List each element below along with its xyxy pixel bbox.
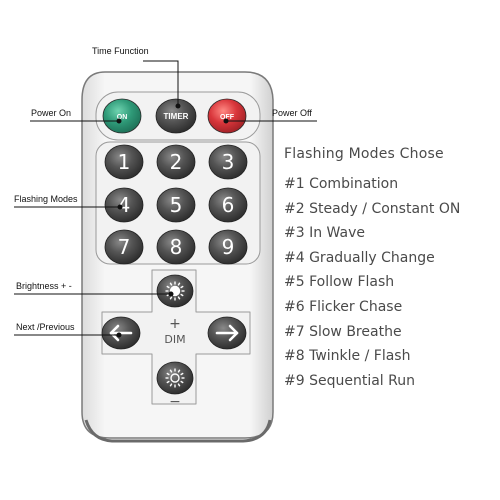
mode-item: #9 Sequential Run: [284, 372, 415, 389]
mode-item: #6 Flicker Chase: [284, 298, 403, 315]
mode-item: #1 Combination: [284, 176, 399, 192]
mode-item: #2 Steady / Constant ON: [284, 200, 461, 217]
mode-item: #7 Slow Breathe: [284, 323, 402, 340]
digit-button-5[interactable]: 5: [156, 187, 196, 223]
arrow-right-icon: [215, 324, 239, 342]
digit-label: 6: [222, 193, 235, 217]
digit-button-9[interactable]: 9: [208, 229, 248, 265]
mode-item: #8 Twinkle / Flash: [284, 348, 411, 365]
dpad-panel: [101, 269, 251, 405]
timer-button-label: TIMER: [164, 112, 189, 121]
off-button-label: OFF: [220, 114, 235, 121]
previous-button[interactable]: [101, 316, 141, 350]
digit-button-6[interactable]: 6: [208, 187, 248, 223]
sun-filled-icon: [165, 281, 185, 301]
arrow-left-icon: [109, 324, 133, 342]
callout-flashing-modes: Flashing Modes: [14, 194, 78, 204]
callout-power-on: Power On: [31, 108, 72, 118]
remote-bottom-edge: [84, 419, 272, 443]
mode-item: #4 Gradually Change: [284, 249, 435, 266]
timer-button[interactable]: TIMER: [155, 98, 197, 134]
digit-label: 2: [170, 150, 183, 174]
callout-lines: [14, 60, 317, 338]
callout-next-previous: Next /Previous: [16, 322, 75, 332]
dim-label: DIM: [164, 333, 185, 346]
digit-button-8[interactable]: 8: [156, 229, 196, 265]
modes-list: Flashing Modes Chose #1 Combination #2 St…: [284, 146, 460, 393]
digit-label: 1: [118, 150, 131, 174]
modes-heading: Flashing Modes Chose: [284, 146, 444, 162]
digit-button-2[interactable]: 2: [156, 144, 196, 180]
digit-label: 8: [170, 235, 183, 259]
digit-button-3[interactable]: 3: [208, 144, 248, 180]
digit-label: 3: [222, 150, 235, 174]
mode-item: #3 In Wave: [284, 225, 365, 242]
callout-brightness: Brightness + -: [16, 281, 72, 291]
on-button[interactable]: ON: [102, 98, 142, 134]
digit-label: 5: [170, 193, 183, 217]
digit-button-4[interactable]: 4: [104, 187, 144, 223]
digit-label: 7: [118, 235, 131, 259]
next-button[interactable]: [207, 316, 247, 350]
mode-item: #5 Follow Flash: [284, 274, 395, 291]
digit-label: 4: [118, 193, 131, 217]
brightness-plus-label: +: [169, 316, 181, 332]
on-button-label: ON: [117, 114, 128, 121]
callout-power-off: Power Off: [272, 108, 312, 118]
digit-button-7[interactable]: 7: [104, 229, 144, 265]
digit-label: 9: [222, 235, 235, 259]
digit-grid: 1 2 3 4 5 6 7 8 9: [104, 144, 248, 265]
off-button[interactable]: OFF: [207, 98, 247, 134]
mode-items: #1 Combination #2 Steady / Constant ON #3 …: [284, 172, 460, 393]
digit-button-1[interactable]: 1: [104, 144, 144, 180]
brightness-down-button[interactable]: [156, 361, 194, 395]
callout-time-function: Time Function: [92, 46, 149, 56]
brightness-minus-label: −: [169, 394, 181, 410]
brightness-up-button[interactable]: [156, 274, 194, 308]
sun-outline-icon: [165, 368, 185, 388]
